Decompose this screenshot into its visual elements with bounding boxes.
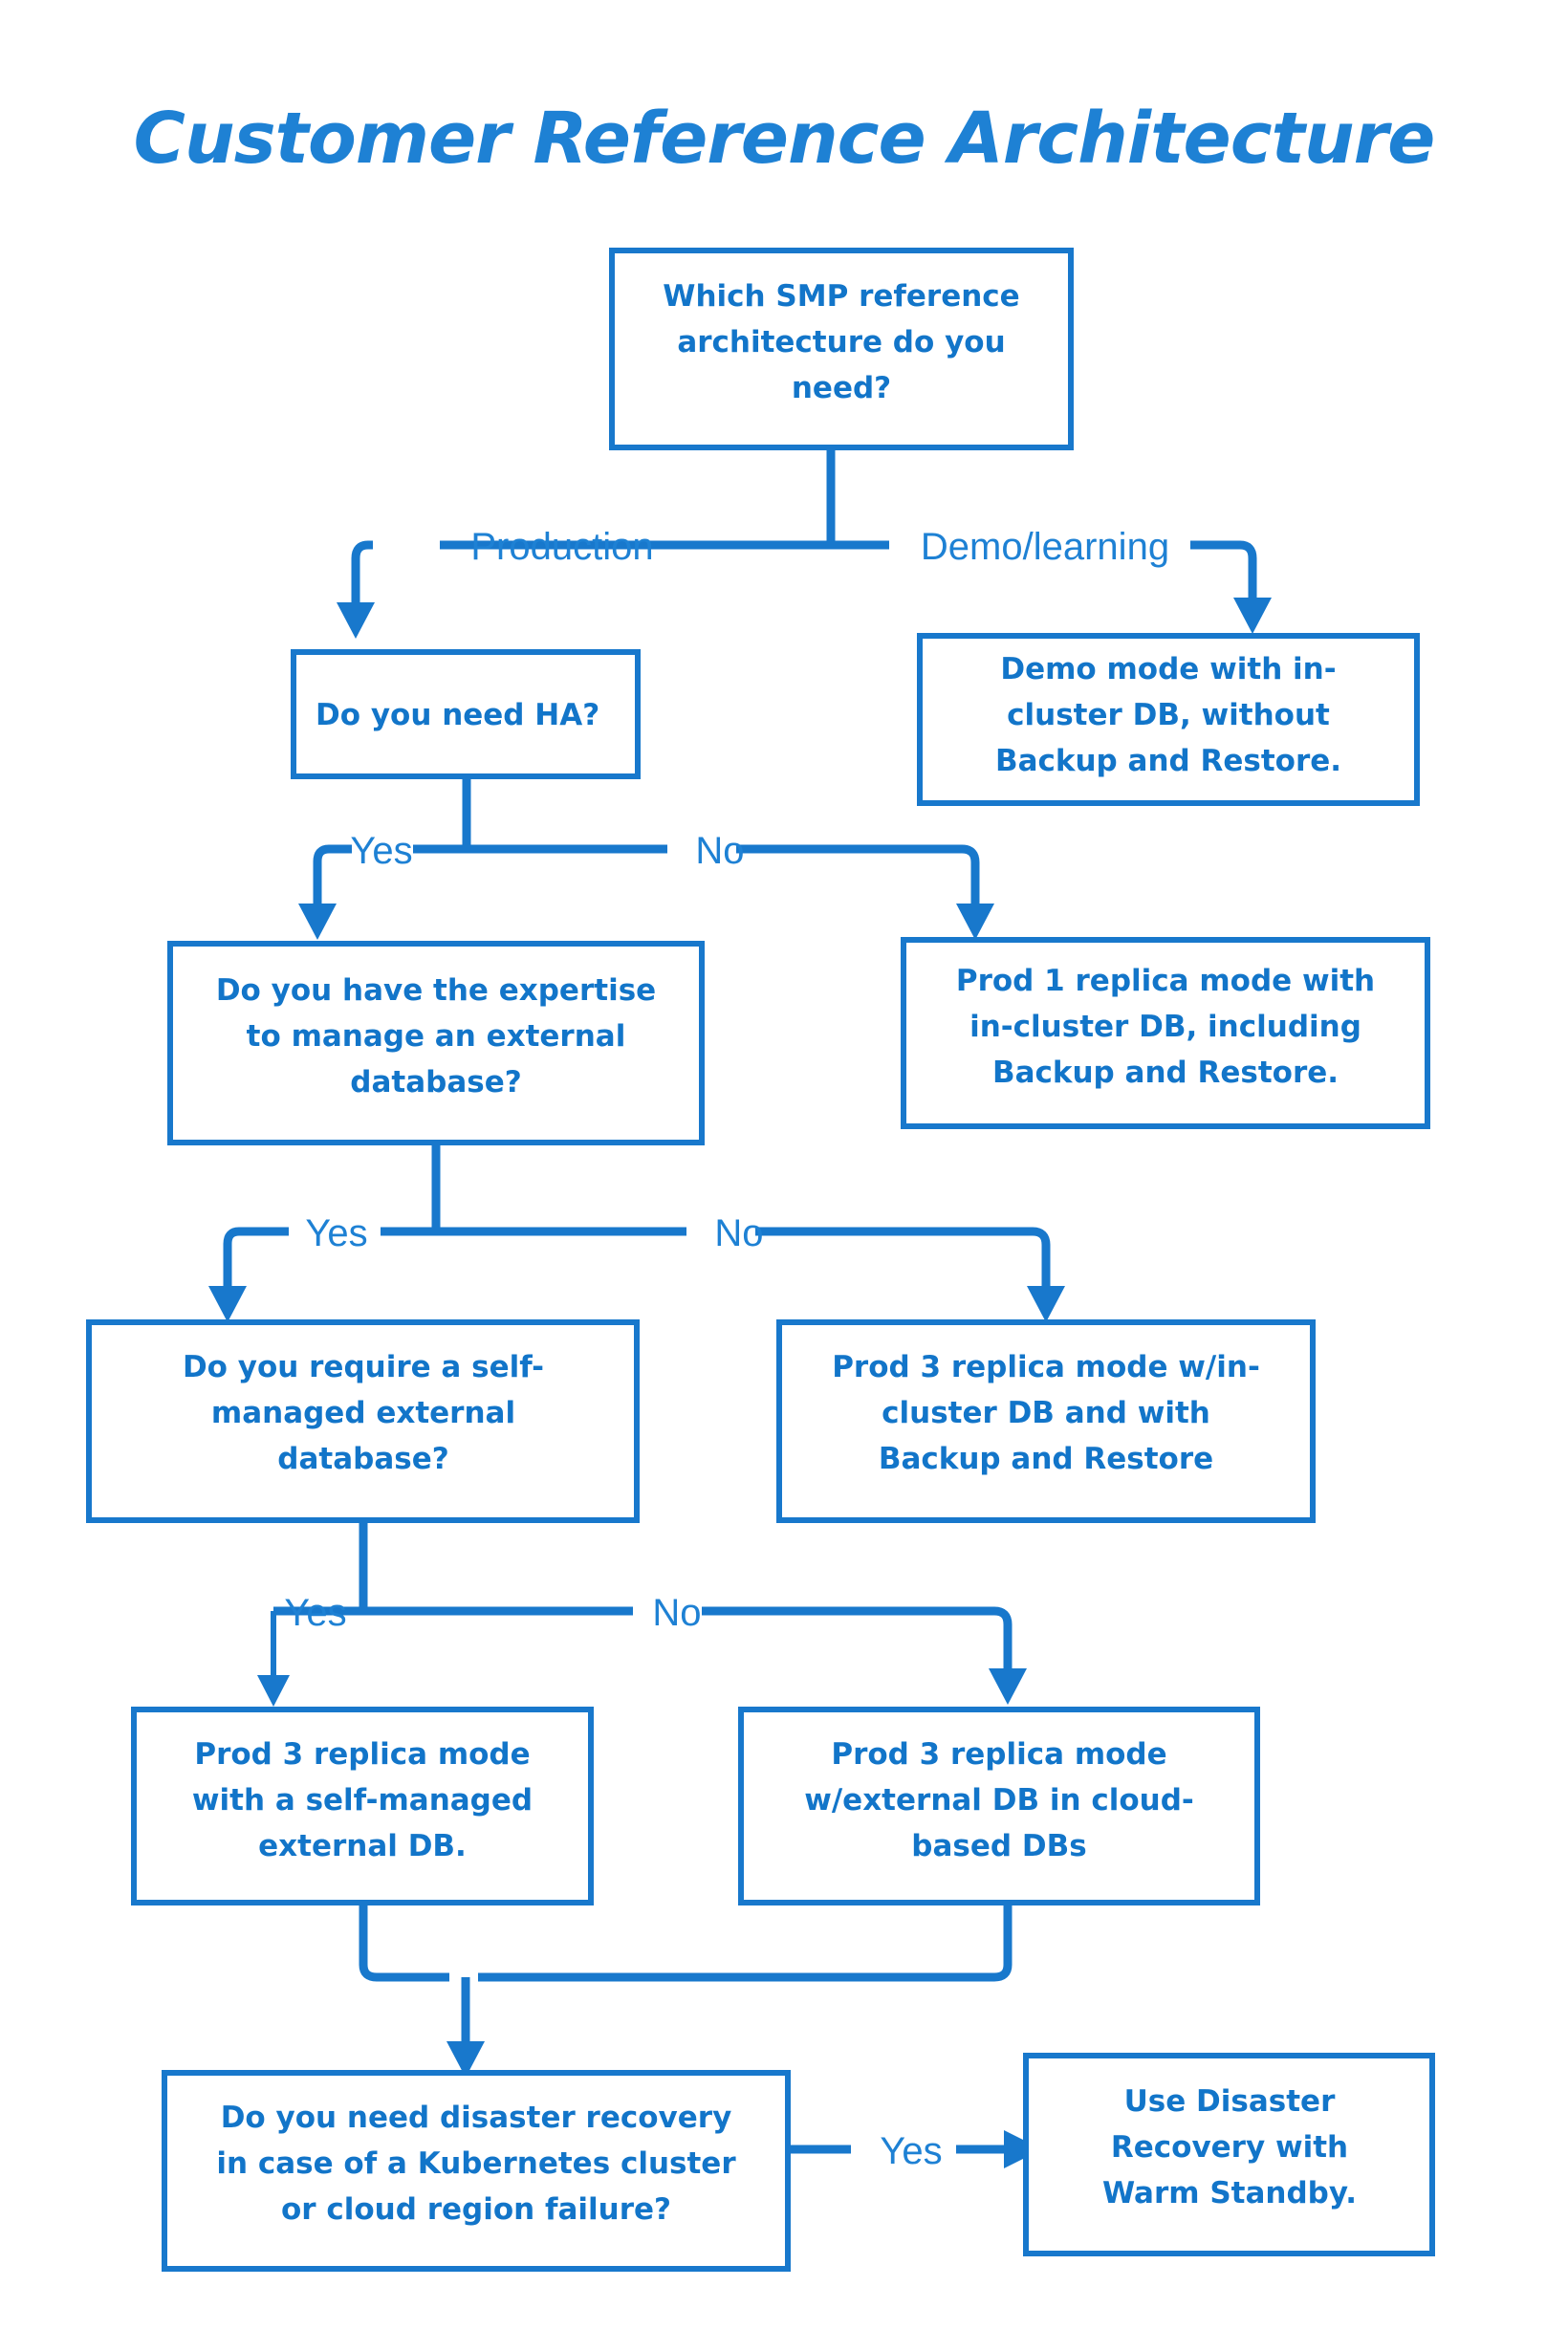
edge-expertise-no-elbow [755, 1227, 1051, 1286]
node-root-line-3: need? [792, 371, 891, 405]
node-disaster-recovery-line-1: Do you need disaster recovery [221, 2101, 732, 2135]
node-expertise-line-1: Do you have the expertise [216, 973, 656, 1008]
node-disaster-recovery-line-2: in case of a Kubernetes cluster [216, 2146, 736, 2181]
node-demo-mode-line-3: Backup and Restore. [995, 744, 1341, 778]
node-prod-3-cloud-line-2: w/external DB in cloud- [804, 1783, 1194, 1818]
edge-label-demo-learning: Demo/learning [921, 526, 1169, 568]
node-need-ha-border [291, 649, 641, 779]
node-self-managed-line-2: managed external [211, 1396, 515, 1430]
edge-label-production: Production [470, 526, 653, 568]
node-prod-3-cloud-line-3: based DBs [911, 1829, 1086, 1863]
arrow-ha-no [956, 904, 994, 940]
node-prod-3-in-cluster-line-3: Backup and Restore [879, 1442, 1213, 1476]
node-prod-3-self-managed-line-1: Prod 3 replica mode [194, 1737, 530, 1772]
node-prod-3-cloud-border [738, 1707, 1260, 1905]
node-disaster-recovery-background [164, 2073, 788, 2269]
node-root-background [612, 250, 1071, 447]
node-need-ha-background [294, 652, 638, 776]
edge-label-expertise-yes: Yes [305, 1212, 367, 1254]
node-warm-standby-border [1023, 2053, 1435, 2256]
node-prod-3-in-cluster-line-1: Prod 3 replica mode w/in- [832, 1350, 1260, 1384]
edge-label-expertise-no: No [714, 1212, 763, 1254]
node-demo-mode-background [920, 636, 1417, 803]
connector-layer [208, 447, 1272, 2168]
node-self-managed-border [86, 1319, 640, 1523]
edge-merge-right [478, 1903, 1013, 1982]
node-prod-3-self-managed-background [134, 1709, 591, 1903]
node-prod-3-cloud-line-1: Prod 3 replica mode [831, 1737, 1166, 1772]
node-prod-3-cloud-background [741, 1709, 1257, 1903]
page-title: Customer Reference Architecture [134, 98, 1435, 180]
node-prod-1-replica-line-3: Backup and Restore. [992, 1056, 1339, 1090]
node-demo-mode[interactable]: Demo mode with in- cluster DB, without B… [917, 633, 1420, 806]
node-warm-standby[interactable]: Use Disaster Recovery with Warm Standby. [1023, 2053, 1435, 2256]
node-prod-3-replica-cloud[interactable]: Prod 3 replica mode w/external DB in clo… [738, 1707, 1260, 1905]
node-self-managed-background [89, 1322, 637, 1520]
edge-label-ha-yes: Yes [350, 830, 412, 872]
node-disaster-recovery-border [162, 2070, 791, 2272]
node-prod-3-replica-in-cluster[interactable]: Prod 3 replica mode w/in- cluster DB and… [776, 1319, 1316, 1523]
edge-production-elbow [351, 540, 373, 602]
node-warm-standby-line-2: Recovery with [1111, 2130, 1348, 2165]
arrow-to-need-ha [337, 602, 375, 639]
edge-label-selfmanaged-no: No [652, 1592, 701, 1634]
node-prod-3-replica-self-managed[interactable]: Prod 3 replica mode with a self-managed … [131, 1707, 594, 1905]
edge-selfmanaged-no-elbow [702, 1606, 1013, 1668]
node-demo-mode-line-1: Demo mode with in- [1000, 652, 1336, 686]
edge-label-ha-no: No [695, 830, 744, 872]
edge-label-layer: Production Demo/learning Yes No Yes No Y… [284, 526, 1169, 2172]
node-prod-1-replica-background [904, 940, 1427, 1126]
node-need-ha-line-1: Do you need HA? [316, 698, 599, 732]
node-prod-1-replica[interactable]: Prod 1 replica mode with in-cluster DB, … [901, 937, 1430, 1129]
node-warm-standby-line-1: Use Disaster [1124, 2084, 1336, 2119]
node-demo-mode-line-2: cluster DB, without [1007, 698, 1330, 732]
arrow-selfmanaged-no [989, 1668, 1027, 1705]
edge-ha-no-elbow [736, 844, 980, 904]
edge-expertise-yes-elbow [223, 1227, 289, 1286]
node-demo-mode-border [917, 633, 1420, 806]
node-expertise[interactable]: Do you have the expertise to manage an e… [167, 941, 705, 1145]
node-self-managed-external-db[interactable]: Do you require a self- managed external … [86, 1319, 640, 1523]
node-self-managed-line-1: Do you require a self- [183, 1350, 544, 1384]
node-prod-1-replica-border [901, 937, 1430, 1129]
node-expertise-line-2: to manage an external [247, 1019, 626, 1054]
arrow-to-disaster-recovery [446, 2041, 485, 2078]
edge-merge-left [359, 1903, 449, 1982]
edge-ha-yes-elbow [313, 844, 352, 904]
node-prod-3-in-cluster-background [779, 1322, 1313, 1520]
arrow-to-demo-mode [1233, 598, 1272, 634]
node-root-border [609, 248, 1074, 450]
node-prod-3-self-managed-line-2: with a self-managed [192, 1783, 533, 1818]
node-prod-3-self-managed-line-3: external DB. [258, 1829, 467, 1863]
node-prod-3-in-cluster-line-2: cluster DB and with [882, 1396, 1210, 1430]
node-root-line-1: Which SMP reference [663, 279, 1019, 314]
node-disaster-recovery-question[interactable]: Do you need disaster recovery in case of… [162, 2070, 791, 2272]
node-expertise-background [170, 944, 702, 1143]
node-self-managed-line-3: database? [277, 1442, 448, 1476]
edge-label-selfmanaged-yes: Yes [284, 1592, 346, 1634]
node-prod-3-self-managed-border [131, 1707, 594, 1905]
node-expertise-border [167, 941, 705, 1145]
node-prod-3-in-cluster-border [776, 1319, 1316, 1523]
node-prod-1-replica-line-2: in-cluster DB, including [969, 1010, 1361, 1044]
edge-demo-elbow [1190, 540, 1257, 598]
arrow-ha-yes [298, 904, 337, 940]
node-root[interactable]: Which SMP reference architecture do you … [609, 248, 1074, 450]
node-disaster-recovery-line-3: or cloud region failure? [281, 2192, 671, 2227]
edge-label-dr-yes: Yes [880, 2130, 942, 2172]
node-root-line-2: architecture do you [677, 325, 1005, 359]
arrow-expertise-no [1027, 1286, 1065, 1322]
node-expertise-line-3: database? [350, 1065, 521, 1100]
arrow-expertise-yes [208, 1286, 247, 1322]
node-warm-standby-line-3: Warm Standby. [1102, 2176, 1357, 2210]
node-warm-standby-background [1026, 2056, 1432, 2254]
node-need-ha[interactable]: Do you need HA? [291, 649, 641, 779]
node-prod-1-replica-line-1: Prod 1 replica mode with [956, 964, 1375, 998]
arrow-selfmanaged-yes [257, 1675, 290, 1707]
